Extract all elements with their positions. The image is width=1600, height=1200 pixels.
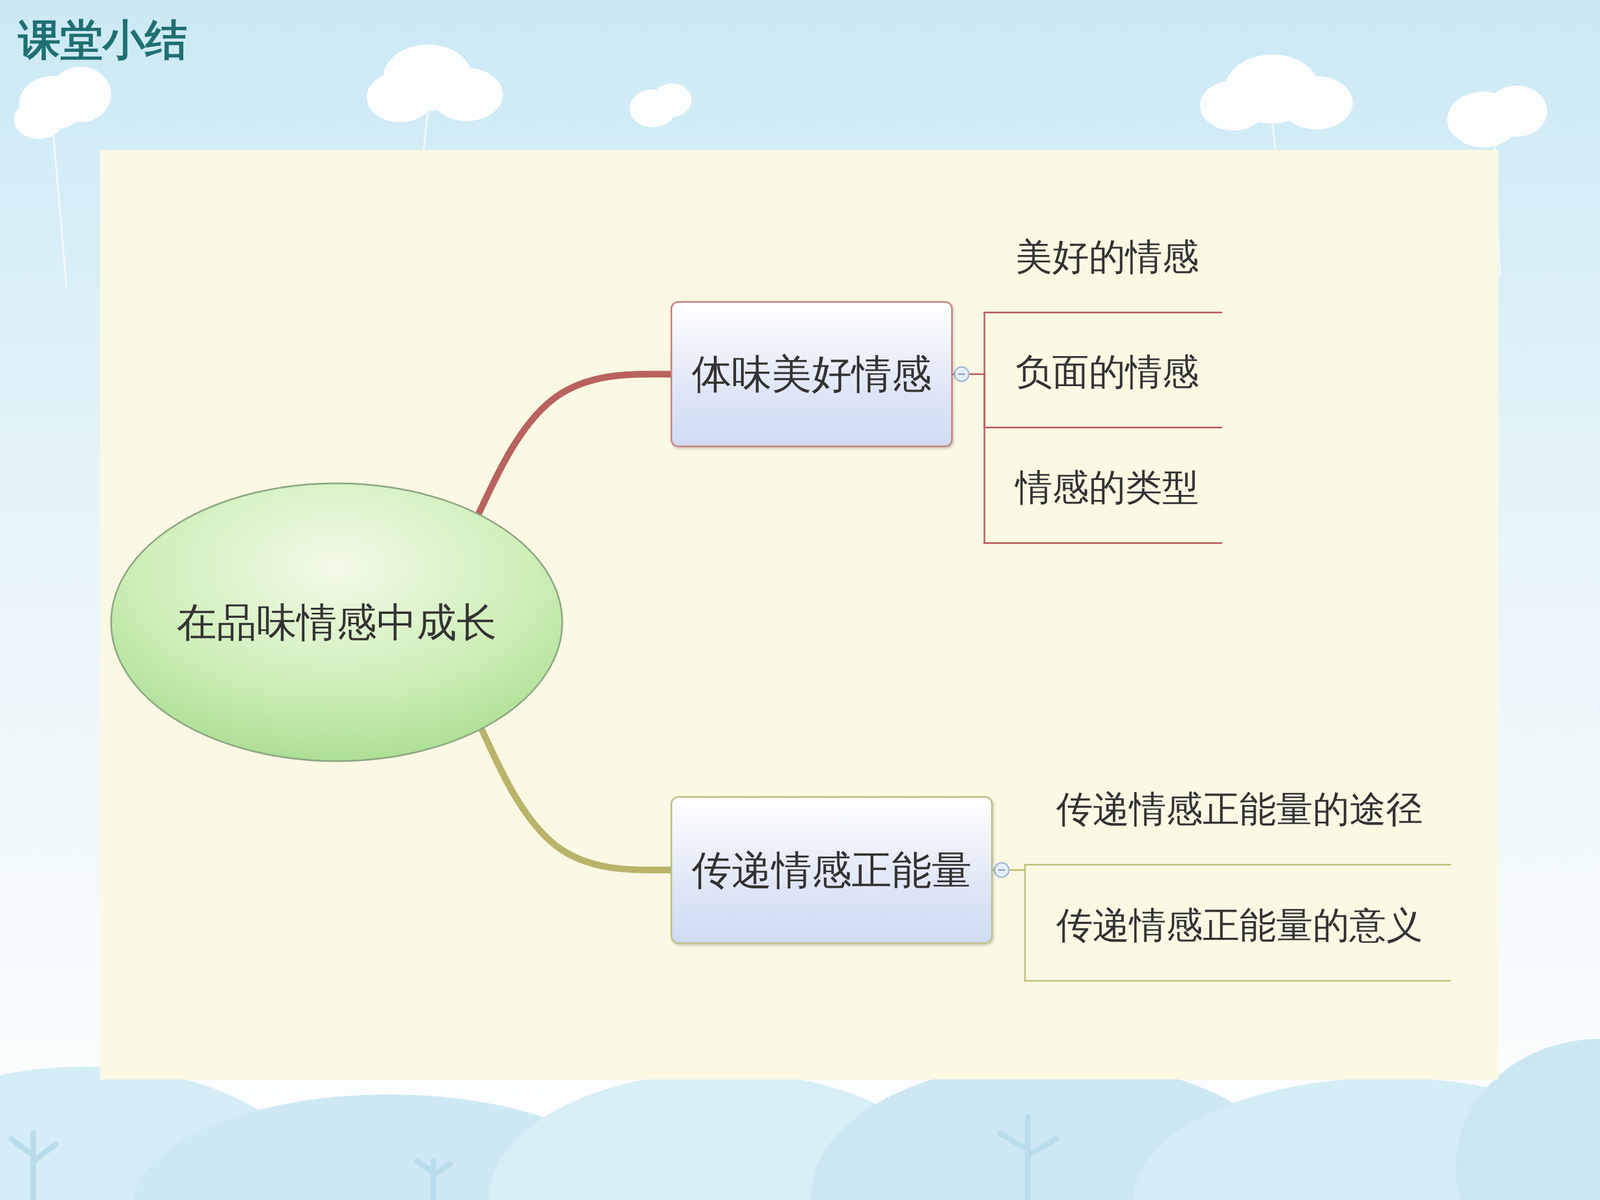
branch-curve [477,374,671,516]
bracket-line [992,870,1041,982]
collapse-minus [958,373,965,375]
subtopic-text: 美好的情感 [1015,235,1199,279]
subtopic-item: 负面的情感 [983,322,1223,429]
slide-title: 课堂小结 [18,12,188,70]
content-panel [100,150,1499,1080]
branch-curve [481,727,671,870]
collapse-minus [998,869,1005,872]
branch-text: 传递情感正能量 [691,846,972,894]
topic-text: 在品味情感中成长 [176,598,497,647]
topic-ellipse: 在品味情感中成长 [110,482,564,763]
branch-box: 体味美好情感 [670,301,953,448]
collapse-dot [954,367,969,382]
collapse-circle [954,367,969,382]
collapse-dot [994,862,1009,878]
bracket-line [952,374,1000,428]
subtopic-item: 美好的情感 [983,207,1223,314]
clouds [13,44,1548,148]
subtopic-text: 负面的情感 [1015,350,1199,394]
branch-box: 传递情感正能量 [670,796,993,944]
subtopic-item: 情感的类型 [983,438,1223,544]
subtopic-item: 传递情感正能量的途径 [1023,760,1452,866]
subtopic-text: 传递情感正能量的途径 [1056,787,1423,832]
subtopic-item: 传递情感正能量的意义 [1023,876,1452,982]
collapse-circle [994,862,1009,878]
subtopic-text: 情感的类型 [1015,465,1199,510]
tree-marks [11,1116,1056,1200]
subtopic-text: 传递情感正能量的意义 [1056,903,1423,948]
bracket-line [952,374,1000,544]
branch-text: 体味美好情感 [691,350,932,398]
ellipse-shape [111,483,563,762]
bracket-line [952,312,1000,375]
